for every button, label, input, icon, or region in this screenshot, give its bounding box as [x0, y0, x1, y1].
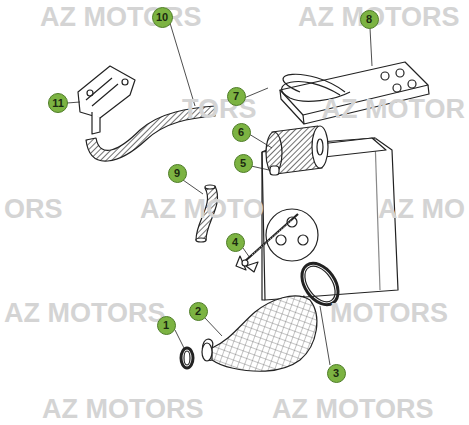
callout-number: 10	[156, 12, 168, 23]
callout-number: 5	[240, 158, 246, 169]
callout-number: 2	[195, 306, 201, 317]
callout-number: 3	[333, 368, 339, 379]
callout-number: 7	[233, 91, 239, 102]
watermark: AZ MOTORS	[40, 4, 202, 31]
watermark: MOTORS	[330, 300, 448, 327]
watermark: AZ MOTORS	[272, 396, 434, 423]
callout-circle: 3	[327, 364, 346, 383]
callout-circle: 11	[48, 93, 68, 113]
callout-number: 8	[366, 14, 372, 25]
callout-number: 9	[174, 168, 180, 179]
callout-circle: 10	[152, 7, 173, 28]
callout-number: 6	[238, 127, 244, 138]
callout-circle: 1	[157, 316, 176, 335]
callout-circle: 5	[234, 154, 253, 173]
callout-number: 4	[232, 237, 238, 248]
callout-number: 1	[163, 320, 169, 331]
callout-number: 11	[52, 98, 64, 109]
watermark: AZ MO	[378, 196, 465, 223]
callout-circle: 9	[168, 164, 187, 183]
callout-circle: 8	[360, 10, 379, 29]
watermark: AZ MOTO	[140, 196, 264, 223]
watermark: AZ MOTORS	[4, 300, 166, 327]
callout-circle: 6	[232, 123, 251, 142]
watermark: ORS	[4, 196, 63, 223]
watermark: AZ MOTORS	[298, 4, 460, 31]
watermark: TORS	[182, 96, 257, 123]
watermark: AZ MOTOR	[322, 96, 466, 123]
callout-circle: 2	[189, 302, 208, 321]
watermark: AZ MOTORS	[42, 396, 204, 423]
callout-circle: 4	[226, 233, 245, 252]
callout-circle: 7	[227, 87, 246, 106]
